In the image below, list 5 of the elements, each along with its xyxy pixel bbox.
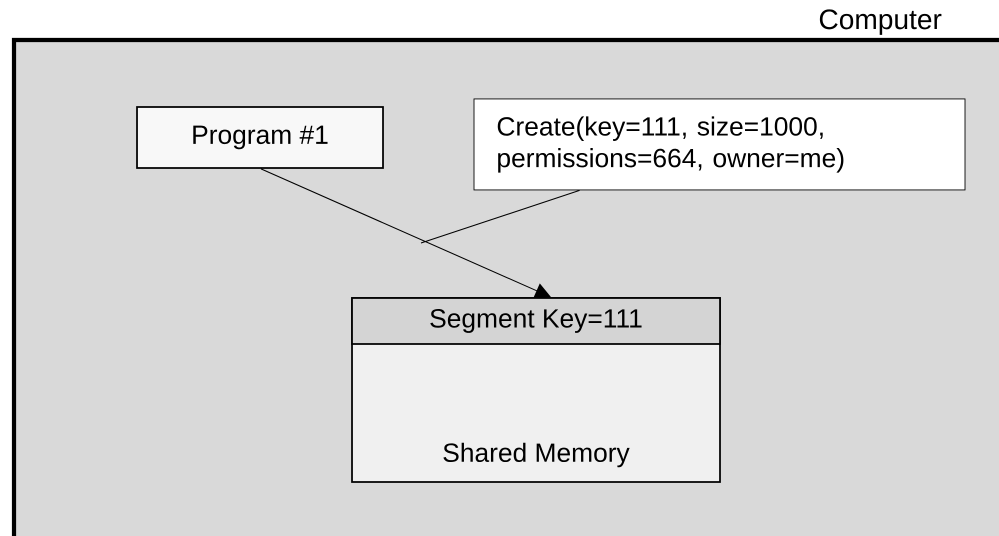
process-box: Program #1 <box>136 106 384 169</box>
memory-box: Segment Key=111 Shared Memory <box>351 297 721 483</box>
note-box: Create(key=111, size=1000, permissions=664, owner=me) <box>474 98 966 190</box>
node-label: Computer <box>820 9 942 35</box>
leader-line <box>420 190 580 244</box>
